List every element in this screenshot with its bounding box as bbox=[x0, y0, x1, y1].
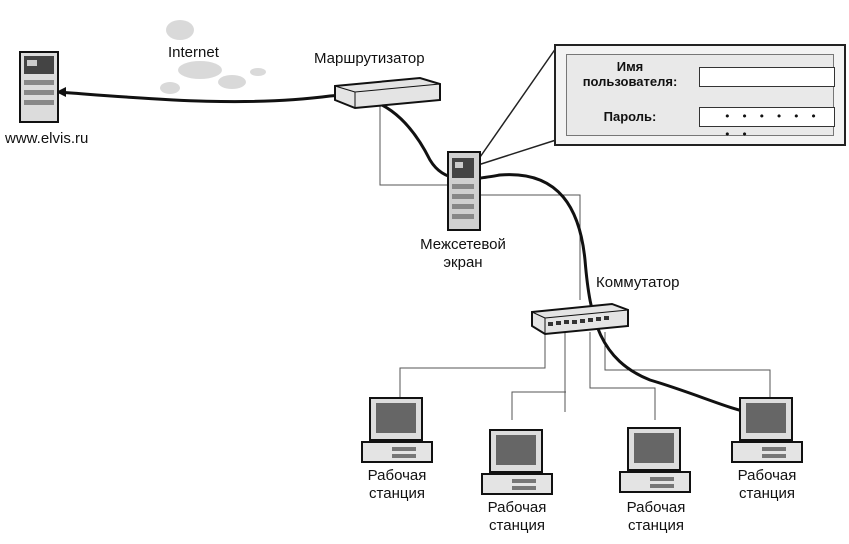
cloud-icon bbox=[160, 20, 266, 94]
router-icon bbox=[334, 76, 441, 110]
firewall-label-line2: экран bbox=[443, 254, 483, 271]
internet-label: Internet bbox=[168, 44, 219, 61]
connection-path bbox=[57, 90, 761, 417]
password-field[interactable]: • • • • • • • • bbox=[699, 107, 835, 141]
workstation-label-line2: станция bbox=[369, 485, 425, 502]
firewall-label: Межсетевой экран bbox=[403, 236, 523, 272]
username-field[interactable] bbox=[699, 67, 835, 87]
workstation-label-line1: Рабочая bbox=[487, 499, 547, 516]
switch-icon bbox=[531, 302, 629, 336]
workstation-label: Рабочая станция bbox=[350, 467, 444, 503]
password-label: Пароль: bbox=[603, 109, 657, 124]
workstation-label: Рабочая станция bbox=[470, 499, 564, 535]
username-label-line1: Имя bbox=[616, 59, 644, 74]
network-links bbox=[379, 100, 771, 420]
workstation-icon bbox=[619, 427, 691, 493]
website-label: www.elvis.ru bbox=[5, 130, 89, 147]
workstation-label: Рабочая станция bbox=[720, 467, 814, 503]
workstation-label-line2: станция bbox=[628, 517, 684, 534]
workstation-label-line1: Рабочая bbox=[367, 467, 427, 484]
workstation-label-line1: Рабочая bbox=[737, 467, 797, 484]
firewall-label-line1: Межсетевой bbox=[420, 236, 506, 253]
connection-arrowhead bbox=[56, 87, 66, 97]
username-label: Имя пользователя: bbox=[571, 59, 689, 89]
workstation-label-line2: станция bbox=[739, 485, 795, 502]
username-label-line2: пользователя: bbox=[582, 74, 678, 89]
workstation-icon bbox=[731, 397, 803, 463]
firewall-icon bbox=[447, 151, 481, 231]
login-panel: Имя пользователя: Пароль: • • • • • • • … bbox=[554, 44, 846, 146]
workstation-label-line2: станция bbox=[489, 517, 545, 534]
workstation-label: Рабочая станция bbox=[609, 499, 703, 535]
login-panel-inner: Имя пользователя: Пароль: • • • • • • • … bbox=[566, 54, 835, 141]
workstation-icon bbox=[361, 397, 433, 463]
workstation-icon bbox=[481, 429, 553, 495]
workstation-label-line1: Рабочая bbox=[626, 499, 686, 516]
switch-label: Коммутатор bbox=[596, 274, 680, 291]
server-icon bbox=[19, 51, 59, 123]
login-callout-lines bbox=[477, 47, 557, 166]
router-label: Маршрутизатор bbox=[314, 50, 425, 67]
